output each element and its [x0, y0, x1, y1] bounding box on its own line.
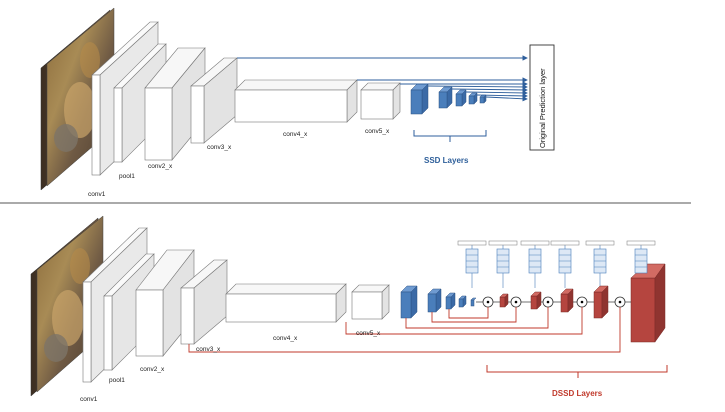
skip-connections: [188, 307, 621, 353]
label-conv4: conv4_x: [283, 131, 308, 138]
conv2-block-bottom: [135, 249, 195, 357]
label-conv2-bottom: conv2_x: [140, 366, 165, 373]
conv3-block: [190, 57, 238, 144]
label-conv5: conv5_x: [365, 128, 390, 135]
conv4-block-bottom: [225, 283, 347, 323]
label-conv1: conv1: [88, 191, 106, 198]
label-pool1: pool1: [119, 173, 135, 180]
label-conv5-bottom: conv5_x: [356, 330, 381, 337]
eltwise-dots: [486, 300, 622, 304]
ssd-layers-label: SSD Layers: [424, 156, 469, 165]
prediction-layer-label: Original Prediction layer: [538, 68, 547, 148]
label-conv3-bottom: conv3_x: [196, 346, 221, 353]
conv5-block: [360, 82, 401, 120]
conv2-block: [144, 47, 206, 161]
label-conv4-bottom: conv4_x: [273, 335, 298, 342]
label-conv3: conv3_x: [207, 144, 232, 151]
ssd-bracket: [413, 130, 487, 142]
pool1-block: [113, 43, 167, 163]
dssd-diagram: DSSD Layers conv1 pool1 conv2_x conv3_x …: [30, 215, 668, 403]
label-pool1-bottom: pool1: [109, 377, 125, 384]
ssd-prediction-arrows: [237, 55, 528, 102]
label-conv2: conv2_x: [148, 163, 173, 170]
ssd-diagram: Original Prediction layer SSD Layers con…: [40, 7, 555, 198]
dssd-blue-layers: [400, 285, 477, 319]
dssd-layers-label: DSSD Layers: [552, 389, 603, 398]
dssd-red-layers: [499, 263, 666, 343]
prediction-layer-box: [529, 44, 555, 151]
conv4-block: [234, 79, 358, 123]
conv5-block-bottom: [351, 284, 390, 320]
prediction-modules: [457, 240, 656, 288]
dssd-bracket: [486, 365, 668, 378]
label-conv1-bottom: conv1: [80, 396, 98, 403]
ssd-extra-layers: [410, 83, 487, 115]
conv3-block-bottom: [180, 259, 228, 345]
